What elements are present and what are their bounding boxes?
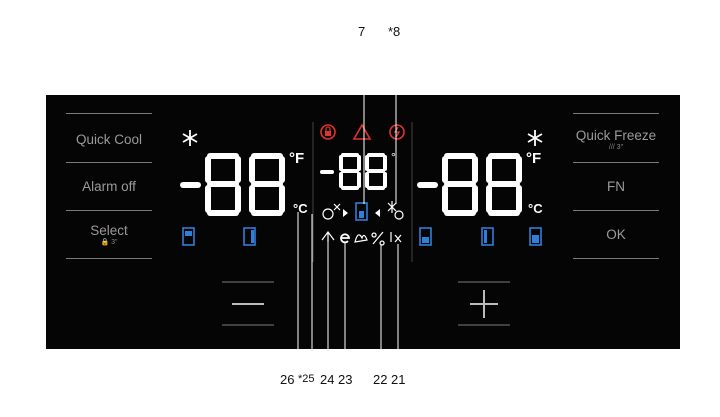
- divider: [66, 210, 152, 211]
- callout-23: 23: [338, 372, 353, 387]
- quick-freeze-hint: /// 3": [608, 143, 624, 151]
- quick-freeze-button[interactable]: Quick Freeze /// 3": [573, 117, 659, 163]
- alarm-off-label: Alarm off: [82, 178, 136, 194]
- alarm-off-button[interactable]: Alarm off: [66, 164, 152, 210]
- ok-label: OK: [606, 226, 626, 242]
- digit: [339, 153, 361, 190]
- divider: [573, 210, 659, 211]
- select-lock-hint: 🔒 3": [100, 238, 118, 246]
- callout-25: *25: [298, 373, 315, 385]
- lock-alert-icon: [320, 124, 336, 140]
- callout-21: 21: [391, 372, 406, 387]
- divider: [573, 162, 659, 163]
- power-alert-icon: [389, 124, 405, 140]
- quick-cool-label: Quick Cool: [75, 131, 143, 147]
- right-arrow-icon: [375, 209, 380, 217]
- divider: [66, 113, 152, 114]
- leader-lines-bottom: [297, 212, 399, 372]
- callout-24: 24: [320, 372, 335, 387]
- warning-icon: [352, 123, 372, 140]
- snowflake-icon: [182, 130, 198, 146]
- digit: [208, 156, 238, 213]
- callout-26: 26: [280, 372, 295, 387]
- left-temp-display: [180, 156, 282, 213]
- humidity-icon: [371, 231, 385, 246]
- ice-maker-icon: [387, 201, 404, 220]
- fn-button[interactable]: FN: [573, 164, 659, 210]
- quick-freeze-label: Quick Freeze: [575, 127, 657, 143]
- callout-8: *8: [388, 24, 401, 39]
- filter-icon: [390, 232, 402, 243]
- divider: [573, 113, 659, 114]
- control-panel: [46, 95, 680, 349]
- compartment-icon: [355, 202, 368, 221]
- snowflake-icon: [527, 130, 543, 146]
- center-temp-display: [320, 153, 387, 190]
- left-arrow-icon: [343, 209, 348, 217]
- divider: [66, 162, 152, 163]
- fn-label: FN: [607, 178, 625, 194]
- callout-7: 7: [358, 24, 366, 39]
- select-label: Select: [90, 222, 128, 238]
- digit: [252, 156, 282, 213]
- unit-center: °: [391, 150, 396, 164]
- compartment-icons-left: [182, 227, 256, 246]
- right-temp-display: [417, 156, 519, 213]
- deodorizer-icon: [354, 234, 368, 243]
- quick-cool-button[interactable]: Quick Cool: [66, 117, 152, 163]
- digit: [365, 153, 387, 190]
- unit-f-right: °F: [526, 150, 542, 167]
- callout-22: 22: [373, 372, 388, 387]
- digit: [445, 156, 475, 213]
- unit-c-left: °C: [293, 201, 308, 216]
- eco-icon: [340, 233, 350, 244]
- fridge-ice-icon: [322, 203, 341, 220]
- digit: [489, 156, 519, 213]
- divider: [573, 258, 659, 259]
- vacation-icon: [321, 231, 335, 242]
- unit-f-left: °F: [289, 150, 305, 167]
- divider: [66, 258, 152, 259]
- unit-c-right: °C: [528, 201, 543, 216]
- ok-button[interactable]: OK: [573, 212, 659, 258]
- compartment-icons-right: [419, 227, 542, 246]
- select-button[interactable]: Select 🔒 3": [66, 212, 152, 258]
